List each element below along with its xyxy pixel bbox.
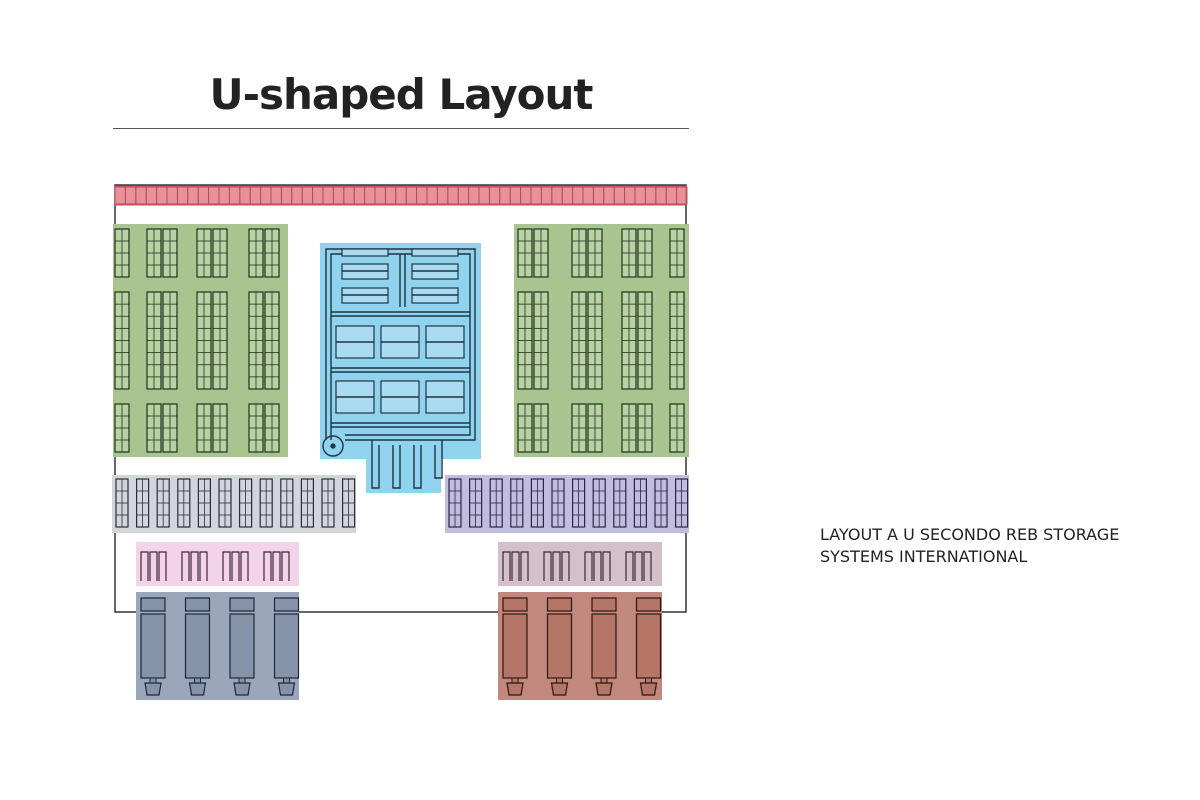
picking-station — [149, 551, 158, 581]
automated-storage-module-lines — [336, 270, 464, 398]
truck-hitch — [149, 677, 157, 684]
picking-station — [272, 551, 281, 581]
truck-cab — [188, 682, 207, 696]
dock-doors-zone — [114, 185, 688, 206]
picking-station — [222, 551, 231, 581]
picking-station — [584, 551, 593, 581]
dock-leveler — [140, 597, 166, 612]
truck-trailer — [546, 613, 573, 679]
dock-doors-strip-bg — [114, 185, 687, 206]
caption-line-2: SYSTEMS INTERNATIONAL — [820, 547, 1028, 566]
dock-leveler — [635, 597, 662, 612]
truck-hitch — [194, 677, 201, 684]
picking-station — [158, 551, 167, 581]
truck-cab — [277, 682, 296, 696]
automated-storage-zone — [320, 243, 481, 493]
page-title: U-shaped Layout — [209, 70, 593, 119]
picking-station — [190, 551, 199, 581]
picking-station — [543, 551, 552, 581]
picking-station — [561, 551, 570, 581]
picking-station — [625, 551, 634, 581]
left-dock-trucks-zone — [136, 592, 300, 700]
truck-trailer — [273, 613, 300, 679]
picking-station — [231, 551, 240, 581]
right-shelving-zone — [445, 475, 689, 533]
picking-station — [634, 551, 643, 581]
truck-trailer — [591, 613, 617, 679]
truck-trailer — [635, 613, 662, 679]
dock-leveler — [502, 597, 528, 612]
picking-station — [520, 551, 529, 581]
right-dock-trucks-zone — [498, 592, 662, 700]
right-shelving-bg — [445, 475, 689, 533]
truck-hitch — [511, 677, 519, 684]
truck-cab — [639, 682, 658, 696]
truck-trailer — [140, 613, 166, 679]
picking-station — [140, 551, 149, 581]
warehouse-layout-diagram — [112, 184, 689, 700]
truck-hitch — [283, 677, 290, 684]
left-racking-zone — [113, 224, 288, 457]
picking-station — [199, 551, 208, 581]
picking-station — [593, 551, 602, 581]
truck-cab — [506, 682, 524, 696]
picking-station — [281, 551, 290, 581]
title-divider — [113, 128, 689, 129]
dock-leveler — [546, 597, 573, 612]
right-picking-zone — [498, 542, 662, 586]
picking-station — [240, 551, 249, 581]
truck-cab — [144, 682, 162, 696]
left-picking-zone — [136, 542, 299, 586]
dock-door — [676, 186, 688, 205]
dock-leveler — [273, 597, 300, 612]
picking-station — [511, 551, 520, 581]
picking-station — [181, 551, 190, 581]
left-picking-bg — [136, 542, 299, 586]
truck-cab — [233, 682, 251, 696]
picking-station — [502, 551, 511, 581]
dock-leveler — [184, 597, 211, 612]
truck-hitch — [600, 677, 608, 684]
picking-station — [643, 551, 652, 581]
truck-trailer — [229, 613, 255, 679]
automated-storage-track — [322, 248, 476, 489]
truck-hitch — [556, 677, 563, 684]
truck-cab — [595, 682, 613, 696]
truck-trailer — [184, 613, 211, 679]
right-racking-zone — [514, 224, 689, 457]
truck-cab — [550, 682, 569, 696]
caption-line-1: LAYOUT A U SECONDO REB STORAGE — [820, 525, 1120, 544]
truck-trailer — [502, 613, 528, 679]
truck-hitch — [238, 677, 246, 684]
caption: LAYOUT A U SECONDO REB STORAGE SYSTEMS I… — [820, 524, 1160, 568]
picking-station — [263, 551, 272, 581]
left-shelving-bg — [112, 475, 356, 533]
right-picking-bg — [498, 542, 662, 586]
left-shelving-zone — [112, 475, 356, 533]
dock-leveler — [229, 597, 255, 612]
dock-leveler — [591, 597, 617, 612]
picking-station — [602, 551, 611, 581]
picking-station — [552, 551, 561, 581]
truck-hitch — [645, 677, 652, 684]
